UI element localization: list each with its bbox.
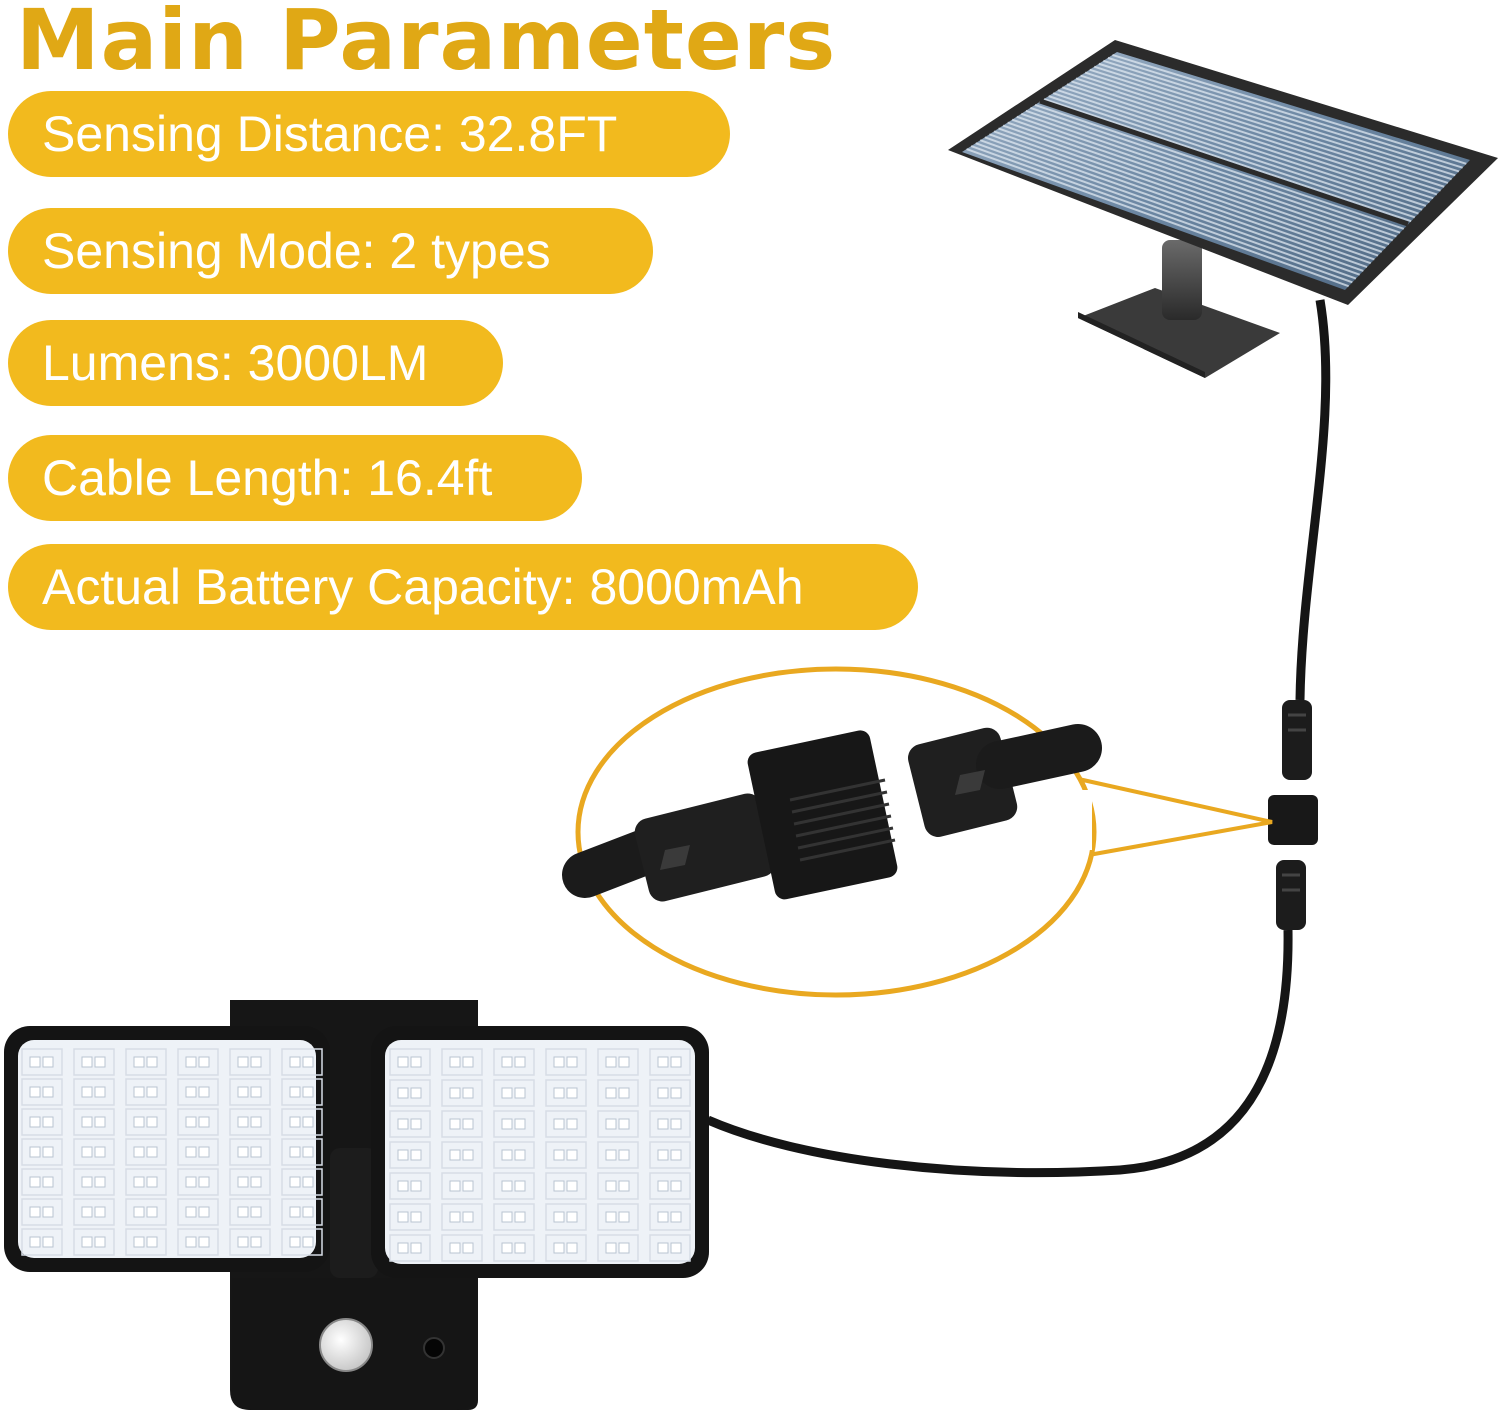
solar-panel-icon (948, 40, 1498, 378)
param-battery-capacity: Actual Battery Capacity: 8000mAh (8, 544, 918, 630)
param-cable-length: Cable Length: 16.4ft (8, 435, 582, 521)
motion-sensor-icon (232, 1278, 476, 1410)
power-cable (706, 929, 1293, 1178)
param-lumens: Lumens: 3000LM (8, 320, 503, 406)
connector-zoom-callout (562, 666, 1273, 998)
power-cable-upper (1295, 299, 1331, 701)
page-title: Main Parameters (16, 0, 837, 89)
cable-connector-icon (1268, 700, 1318, 930)
param-sensing-mode: Sensing Mode: 2 types (8, 208, 653, 294)
param-sensing-distance: Sensing Distance: 32.8FT (8, 91, 730, 177)
